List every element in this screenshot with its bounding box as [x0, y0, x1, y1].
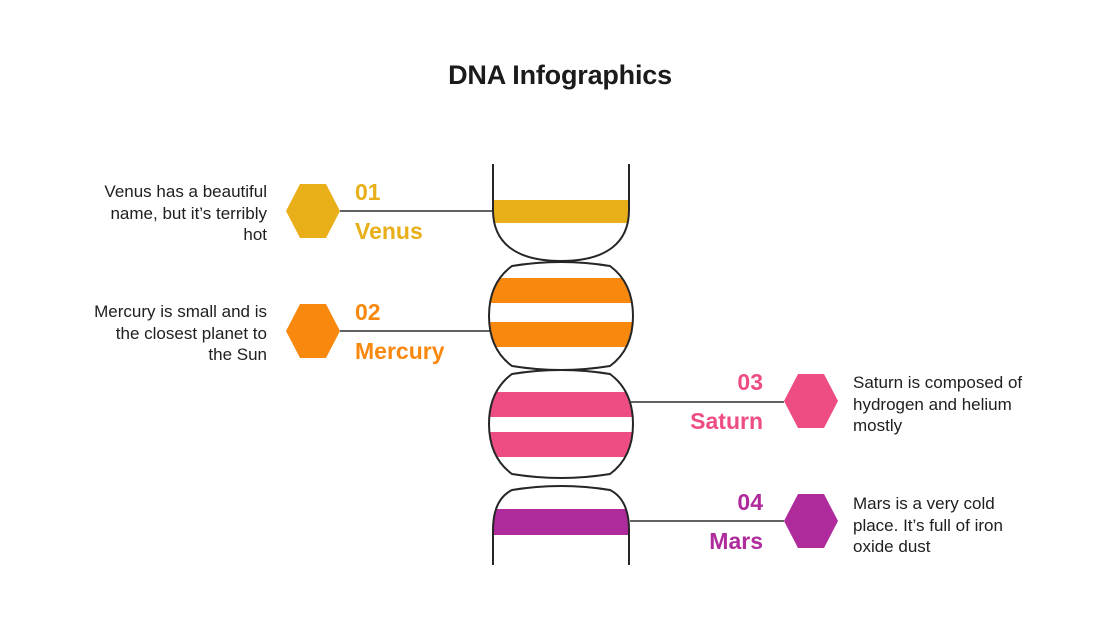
item-name-saturn: Saturn [690, 408, 763, 434]
item-name-mercury: Mercury [355, 338, 445, 364]
description-saturn: Saturn is composed of hydrogen and heliu… [853, 373, 1023, 435]
hexagon-mars [784, 494, 838, 548]
dna-segment2-outline [487, 261, 635, 371]
dna-segment3-outline [487, 369, 635, 479]
stripe-mercury-1 [489, 278, 633, 303]
dna-segment4-outline [492, 485, 630, 565]
item-number-mercury: 02 [355, 299, 381, 325]
item-name-mars: Mars [709, 528, 763, 554]
stripe-venus [493, 200, 629, 223]
page-title: DNA Infographics [448, 60, 672, 90]
dna-segment1-stripes [493, 200, 629, 223]
item-name-venus: Venus [355, 218, 423, 244]
dna-segment3-stripes [489, 392, 633, 457]
stripe-mercury-2 [489, 322, 633, 347]
stripe-mars [493, 509, 629, 535]
item-number-mars: 04 [737, 489, 763, 515]
description-mars: Mars is a very cold place. It’s full of … [853, 494, 1003, 556]
item-number-saturn: 03 [737, 369, 763, 395]
stripe-saturn-2 [489, 432, 633, 457]
dna-segment2-stripes [489, 278, 633, 347]
dna-segment4-stripes [493, 509, 629, 535]
hexagon-saturn [784, 374, 838, 428]
description-venus: Venus has a beautiful name, but it’s ter… [104, 182, 267, 244]
hexagon-venus [286, 184, 340, 238]
hexagon-mercury [286, 304, 340, 358]
stripe-saturn-1 [489, 392, 633, 417]
item-number-venus: 01 [355, 179, 381, 205]
description-mercury: Mercury is small and is the closest plan… [94, 302, 267, 364]
